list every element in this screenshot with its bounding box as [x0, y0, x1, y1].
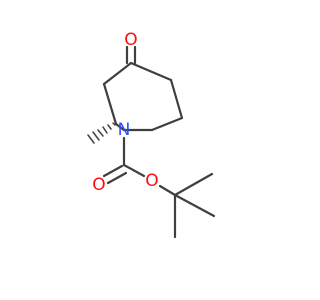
atom-ketone-oxygen: O	[124, 30, 137, 50]
atom-ester-oxygen: O	[145, 171, 158, 191]
structure-diagram: O N O O	[87, 30, 216, 239]
bond-c-o-carbonyl-a	[102, 164, 124, 178]
stereo-methyl-wedge	[87, 122, 116, 144]
bond-o-ester-c-quaternary	[158, 184, 177, 197]
bond-c3-c4	[102, 61, 133, 86]
bond-c4-c5	[129, 61, 173, 82]
bond-c-quaternary-methyl-right	[173, 193, 216, 218]
bond-n1-c2	[114, 122, 126, 132]
atom-carbonyl-oxygen: O	[92, 175, 105, 195]
molecule-drawing: O N O O	[87, 30, 216, 239]
bond-c-o-carbonyl-b	[106, 171, 128, 185]
bond-c6-c7	[150, 116, 184, 132]
atom-ring-nitrogen: N	[118, 120, 131, 140]
bond-c-quaternary-methyl-up	[173, 172, 214, 197]
bond-c2-c3	[102, 82, 118, 126]
bond-c-o-ester	[122, 163, 146, 178]
bond-c5-c6	[169, 78, 184, 120]
